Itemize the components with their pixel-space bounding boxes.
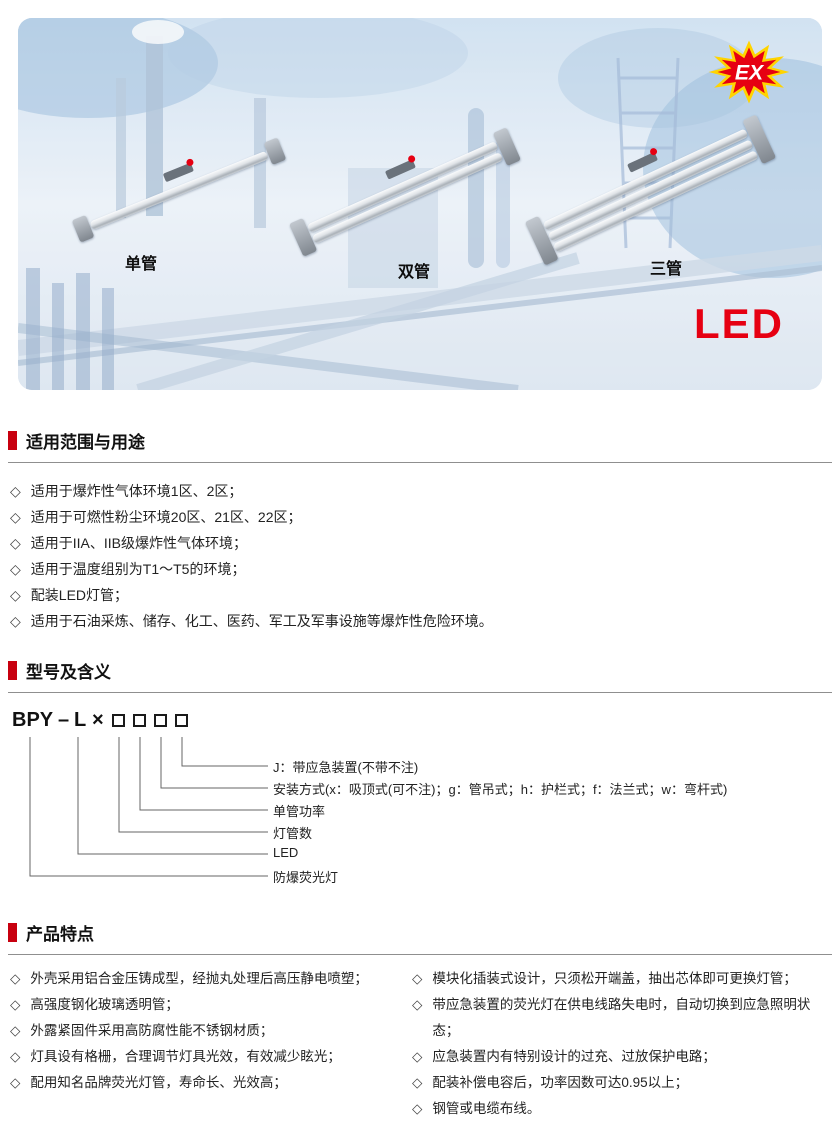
model-dash: –	[58, 709, 70, 731]
section-model: 型号及含义 BPY – L × J：带应急装置(不带不注) 安装方式(x：吸顶式…	[8, 658, 832, 891]
diamond-bullet-icon: ◇	[10, 587, 21, 603]
scope-item-text: 适用于爆炸性气体环境1区、2区；	[30, 483, 243, 499]
ex-certification-badge: EX	[708, 40, 790, 104]
ex-badge-text: EX	[735, 60, 765, 84]
features-columns: ◇外壳采用铝合金压铸成型，经抛丸处理后高压静电喷塑； ◇高强度钢化玻璃透明管； …	[8, 966, 832, 1122]
feature-item-text: 外露紧固件采用高防腐性能不锈钢材质；	[30, 1023, 274, 1038]
feature-item: ◇ 应急装置内有特别设计的过充、过放保护电路；	[410, 1044, 832, 1070]
scope-item: ◇ 适用于温度组别为T1～T5的环境；	[8, 556, 832, 582]
feature-item-text: 钢管或电缆布线。	[432, 1101, 541, 1116]
section-marker	[8, 661, 17, 680]
feature-item-text: 配装补偿电容后，功率因数可达0.95以上；	[432, 1075, 689, 1090]
industrial-plant-background	[18, 18, 822, 390]
label-single-tube: 单管	[125, 256, 158, 273]
scope-item-text: 适用于可燃性粉尘环境20区、21区、22区；	[30, 509, 302, 525]
diamond-bullet-icon: ◇	[10, 997, 21, 1012]
scope-list: ◇ 适用于爆炸性气体环境1区、2区； ◇ 适用于可燃性粉尘环境20区、21区、22区…	[8, 478, 832, 634]
features-column-left: ◇外壳采用铝合金压铸成型，经抛丸处理后高压静电喷塑； ◇高强度钢化玻璃透明管； …	[8, 966, 410, 1122]
diamond-bullet-icon: ◇	[412, 971, 423, 986]
feature-item: ◇ 外壳采用铝合金压铸成型，经抛丸处理后高压静电喷塑；	[8, 966, 410, 992]
feature-item-text: 应急装置内有特别设计的过充、过放保护电路；	[432, 1049, 716, 1064]
section-features: 产品特点 ◇ 外壳采用铝合金压铸成型，经抛丸处理后高压静电喷塑； ◇ 高强度钢化玻璃…	[8, 920, 832, 1122]
model-label-emergency: J：带应急装置(不带不注)	[273, 760, 419, 775]
feature-item-text: 模块化插装式设计，只须松开端盖，抽出芯体即可更换灯管；	[432, 971, 797, 986]
diamond-bullet-icon: ◇	[10, 1023, 21, 1038]
model-prefix: BPY	[12, 709, 54, 731]
section-header-scope: 适用范围与用途	[8, 428, 832, 463]
diamond-bullet-icon: ◇	[10, 483, 21, 499]
features-column-right: ◇ 模块化插装式设计，只须松开端盖，抽出芯体即可更换灯管； ◇ 带应急装置的荧光灯在…	[410, 966, 832, 1122]
diamond-bullet-icon: ◇	[10, 1075, 21, 1090]
model-label-tube-count: 灯管数	[273, 826, 313, 841]
model-label-power: 单管功率	[273, 804, 326, 819]
section-title-model: 型号及含义	[26, 663, 111, 682]
feature-item: ◇ 灯具设有格栅，合理调节灯具光效，有效减少眩光；	[8, 1044, 410, 1070]
model-label-led: LED	[273, 845, 299, 860]
feature-item: ◇ 带应急装置的荧光灯在供电线路失电时，自动切换到应急照明状态；	[410, 992, 832, 1044]
model-box-2	[133, 714, 146, 727]
diamond-bullet-icon: ◇	[10, 1049, 21, 1064]
scope-item: ◇ 适用于IIA、IIB级爆炸性气体环境；	[8, 530, 832, 556]
led-text: LED	[694, 300, 784, 347]
model-diagram: BPY – L × J：带应急装置(不带不注) 安装方式(x：吸顶式(可不注)；…	[8, 709, 832, 891]
model-letter-l: L	[74, 709, 87, 731]
model-label-series: 防爆荧光灯	[273, 870, 339, 885]
diamond-bullet-icon: ◇	[10, 509, 21, 525]
scope-item-text: 适用于温度组别为T1～T5的环境；	[30, 561, 246, 577]
feature-item-text: 高强度钢化玻璃透明管；	[30, 997, 179, 1012]
scope-item: ◇ 适用于可燃性粉尘环境20区、21区、22区；	[8, 504, 832, 530]
model-times-sign: ×	[92, 709, 104, 731]
scope-item-text: 适用于石油采炼、储存、化工、医药、军工及军事设施等爆炸性危险环境。	[30, 613, 493, 629]
diamond-bullet-icon: ◇	[412, 1049, 423, 1064]
scope-item-text: 配装LED灯管；	[30, 587, 129, 603]
feature-item: ◇ 配用知名品牌荧光灯管，寿命长、光效高；	[8, 1070, 410, 1096]
feature-item: ◇ 高强度钢化玻璃透明管；	[8, 992, 410, 1018]
feature-item: ◇ 钢管或电缆布线。	[410, 1096, 832, 1122]
feature-item: ◇ 配装补偿电容后，功率因数可达0.95以上；	[410, 1070, 832, 1096]
scope-item-text: 适用于IIA、IIB级爆炸性气体环境；	[30, 535, 248, 551]
scope-item: ◇ 适用于爆炸性气体环境1区、2区；	[8, 478, 832, 504]
section-title-features: 产品特点	[26, 925, 94, 944]
feature-item: ◇ 模块化插装式设计，只须松开端盖，抽出芯体即可更换灯管；	[410, 966, 832, 992]
diamond-bullet-icon: ◇	[412, 1101, 423, 1116]
feature-item-text: 外壳采用铝合金压铸成型，经抛丸处理后高压静电喷塑；	[30, 971, 368, 986]
section-scope: 适用范围与用途 ◇ 适用于爆炸性气体环境1区、2区； ◇ 适用于可燃性粉尘环境20区…	[8, 428, 832, 634]
section-header-model: 型号及含义	[8, 658, 832, 693]
feature-item-text: 配用知名品牌荧光灯管，寿命长、光效高；	[30, 1075, 287, 1090]
feature-item-text: 灯具设有格栅，合理调节灯具光效，有效减少眩光；	[30, 1049, 341, 1064]
section-header-features: 产品特点	[8, 920, 832, 955]
feature-item-text: 带应急装置的荧光灯在供电线路失电时，自动切换到应急照明状态；	[432, 997, 811, 1038]
label-triple-tube: 三管	[650, 261, 683, 278]
section-marker	[8, 923, 17, 942]
diamond-bullet-icon: ◇	[412, 997, 423, 1012]
feature-item: ◇ 外露紧固件采用高防腐性能不锈钢材质；	[8, 1018, 410, 1044]
section-marker	[8, 431, 17, 450]
section-title-scope: 适用范围与用途	[26, 433, 145, 452]
scope-item: ◇ 配装LED灯管；	[8, 582, 832, 608]
scope-item: ◇ 适用于石油采炼、储存、化工、医药、军工及军事设施等爆炸性危险环境。	[8, 608, 832, 634]
model-connector-lines	[29, 737, 268, 877]
model-box-4	[175, 714, 188, 727]
diamond-bullet-icon: ◇	[10, 971, 21, 986]
diamond-bullet-icon: ◇	[10, 535, 21, 551]
product-hero-image: 单管 双管 三管 EX LED	[18, 18, 822, 390]
model-box-1	[112, 714, 125, 727]
diamond-bullet-icon: ◇	[10, 561, 21, 577]
model-label-mounting: 安装方式(x：吸顶式(可不注)；g：管吊式；h：护栏式；f：法兰式；w：弯杆式)	[273, 782, 728, 797]
diamond-bullet-icon: ◇	[412, 1075, 423, 1090]
diamond-bullet-icon: ◇	[10, 613, 21, 629]
label-double-tube: 双管	[398, 264, 431, 281]
model-box-3	[154, 714, 167, 727]
